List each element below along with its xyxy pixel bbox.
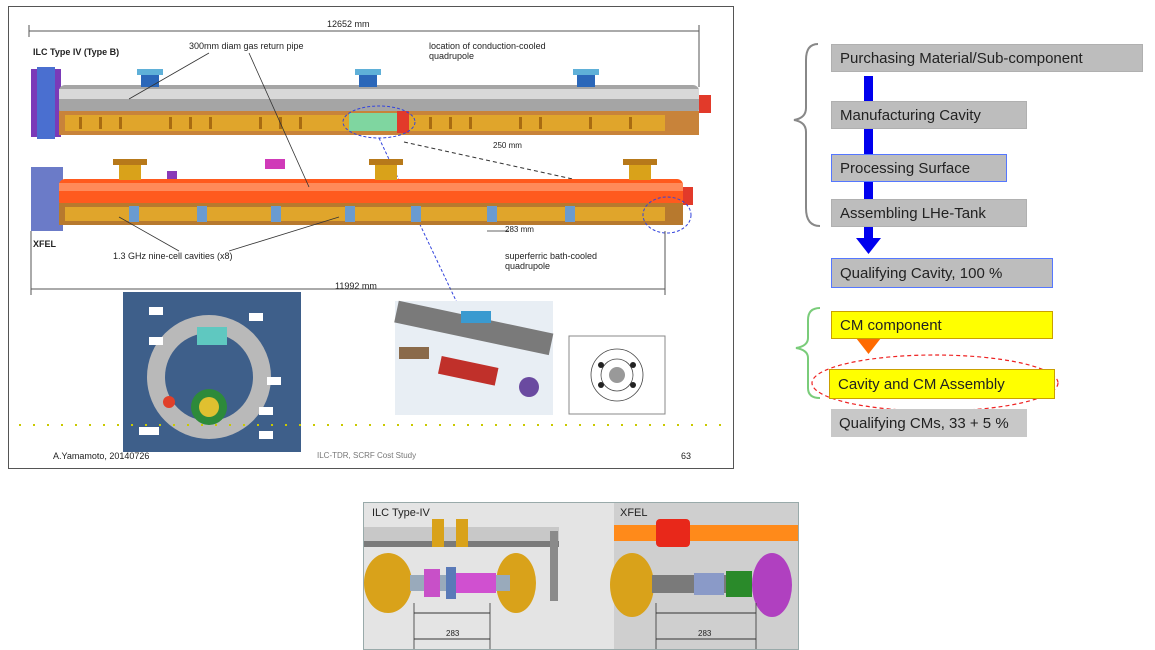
xfel-dim-label: 283 bbox=[698, 629, 712, 638]
xfel-cryomodule bbox=[31, 159, 693, 231]
quadrupole-3d-image bbox=[394, 300, 554, 415]
flow-step-manufacturing: Manufacturing Cavity bbox=[831, 101, 1027, 129]
arrow-down-icon bbox=[856, 238, 881, 254]
dist-bottom-label: 283 mm bbox=[505, 225, 534, 234]
ilc-label: ILC Type IV (Type B) bbox=[33, 47, 120, 57]
cross-section-image bbox=[123, 292, 301, 452]
ilc-dim-label: 283 bbox=[446, 629, 460, 638]
flow-step-cm-component: CM component bbox=[831, 311, 1053, 339]
footer-author: A.Yamamoto, 20140726 bbox=[53, 451, 150, 461]
cryomodule-slide: 12652 mm ILC Type IV (Type B) 300mm diam… bbox=[8, 6, 734, 469]
cavities-label: 1.3 GHz nine-cell cavities (x8) bbox=[113, 251, 233, 261]
superferric-label: superferric bath-cooled quadrupole bbox=[505, 251, 598, 271]
gas-pipe-label: 300mm diam gas return pipe bbox=[189, 41, 304, 51]
quad-location-label: location of conduction-cooled quadrupole bbox=[429, 41, 546, 61]
arrow-down-icon bbox=[856, 338, 881, 354]
interconnect-comparison-image: ILC Type-IV XFEL 283 283 bbox=[363, 502, 799, 650]
flow-step-cavity-cm-assembly: Cavity and CM Assembly bbox=[829, 369, 1055, 399]
cryomodule-drawing bbox=[19, 25, 729, 452]
dimension-bottom-label: 11992 mm bbox=[335, 281, 377, 291]
flow-step-qualifying-cms: Qualifying CMs, 33 + 5 % bbox=[831, 409, 1027, 437]
footer-title: ILC-TDR, SCRF Cost Study bbox=[317, 451, 417, 460]
ilc-panel-label: ILC Type-IV bbox=[372, 507, 430, 519]
flow-step-assembling: Assembling LHe-Tank bbox=[831, 199, 1027, 227]
dimension-top-label: 12652 mm bbox=[327, 19, 370, 29]
flow-step-qualifying-cavity: Qualifying Cavity, 100 % bbox=[831, 258, 1053, 288]
quad-cross-section-image bbox=[568, 335, 666, 415]
process-brace bbox=[793, 43, 821, 227]
flow-step-purchasing: Purchasing Material/Sub-component bbox=[831, 44, 1143, 72]
xfel-label: XFEL bbox=[33, 239, 57, 249]
cm-brace bbox=[795, 307, 821, 399]
highlight-ellipse bbox=[811, 354, 1059, 412]
footer-page: 63 bbox=[681, 451, 692, 461]
xfel-panel-label: XFEL bbox=[620, 507, 648, 519]
ilc-cryomodule bbox=[31, 67, 711, 139]
dist-top-label: 250 mm bbox=[493, 141, 522, 150]
flow-step-processing: Processing Surface bbox=[831, 154, 1007, 182]
